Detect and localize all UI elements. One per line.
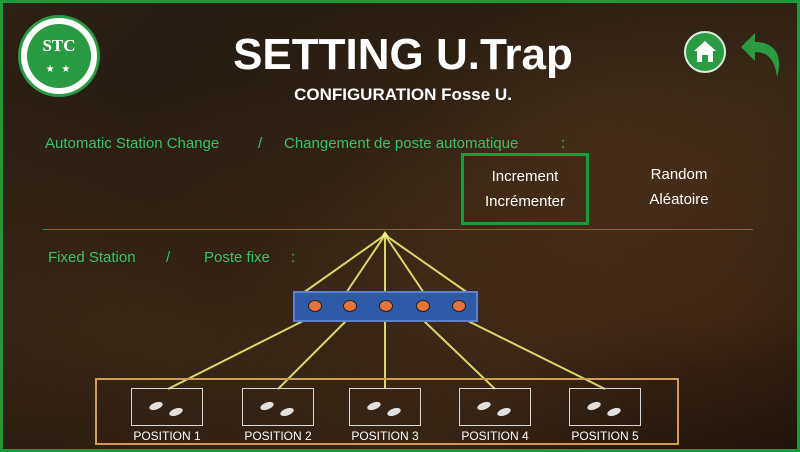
page-subtitle: CONFIGURATION Fosse U. (294, 85, 512, 104)
position-2-label: POSITION 2 (244, 429, 312, 443)
auto-change-label-fr: Changement de poste automatique (284, 135, 519, 152)
position-1-button[interactable] (131, 388, 203, 426)
positions-frame (95, 378, 679, 445)
trap-light (416, 300, 430, 312)
home-icon (694, 41, 716, 62)
position-3-button[interactable] (349, 388, 421, 426)
position-4-button[interactable] (459, 388, 531, 426)
fixed-station-label-fr: Poste fixe (204, 249, 270, 266)
station-lines (167, 231, 606, 390)
random-label: Random (650, 166, 708, 183)
footprints-icon (367, 401, 401, 417)
back-button[interactable] (739, 29, 785, 81)
stc-logo: STC ★ ★ (18, 15, 100, 97)
position-4-label: POSITION 4 (461, 429, 529, 443)
position-5-label: POSITION 5 (571, 429, 639, 443)
position-5-button[interactable] (569, 388, 641, 426)
divider (43, 229, 753, 230)
trap-light (452, 300, 466, 312)
logo-stars: ★ ★ (45, 64, 73, 75)
footprints-icon (260, 401, 294, 417)
auto-change-colon: : (561, 135, 566, 152)
random-option[interactable]: Random Aléatoire (613, 156, 745, 222)
random-label-fr: Aléatoire (649, 191, 709, 208)
position-2-button[interactable] (242, 388, 314, 426)
fixed-station-separator: / (166, 249, 171, 266)
page-title: SETTING U.Trap (233, 30, 573, 79)
position-3-label: POSITION 3 (351, 429, 419, 443)
fixed-station-colon: : (291, 249, 296, 266)
back-arrow-icon (741, 33, 780, 77)
logo-text: STC (42, 36, 76, 55)
trap-house-rail (293, 291, 478, 322)
footprints-icon (587, 401, 621, 417)
home-button[interactable] (684, 31, 726, 73)
increment-label-fr: Incrémenter (484, 193, 566, 210)
increment-option[interactable]: Increment Incrémenter (461, 153, 589, 225)
auto-change-label-en: Automatic Station Change (45, 135, 220, 152)
trap-light (308, 300, 322, 312)
auto-change-separator: / (258, 135, 263, 152)
fixed-station-label-en: Fixed Station (48, 249, 136, 266)
increment-label: Increment (491, 168, 559, 185)
footprints-icon (149, 401, 183, 417)
footprints-icon (477, 401, 511, 417)
position-1-label: POSITION 1 (133, 429, 201, 443)
trap-light (343, 300, 357, 312)
trap-light (379, 300, 393, 312)
